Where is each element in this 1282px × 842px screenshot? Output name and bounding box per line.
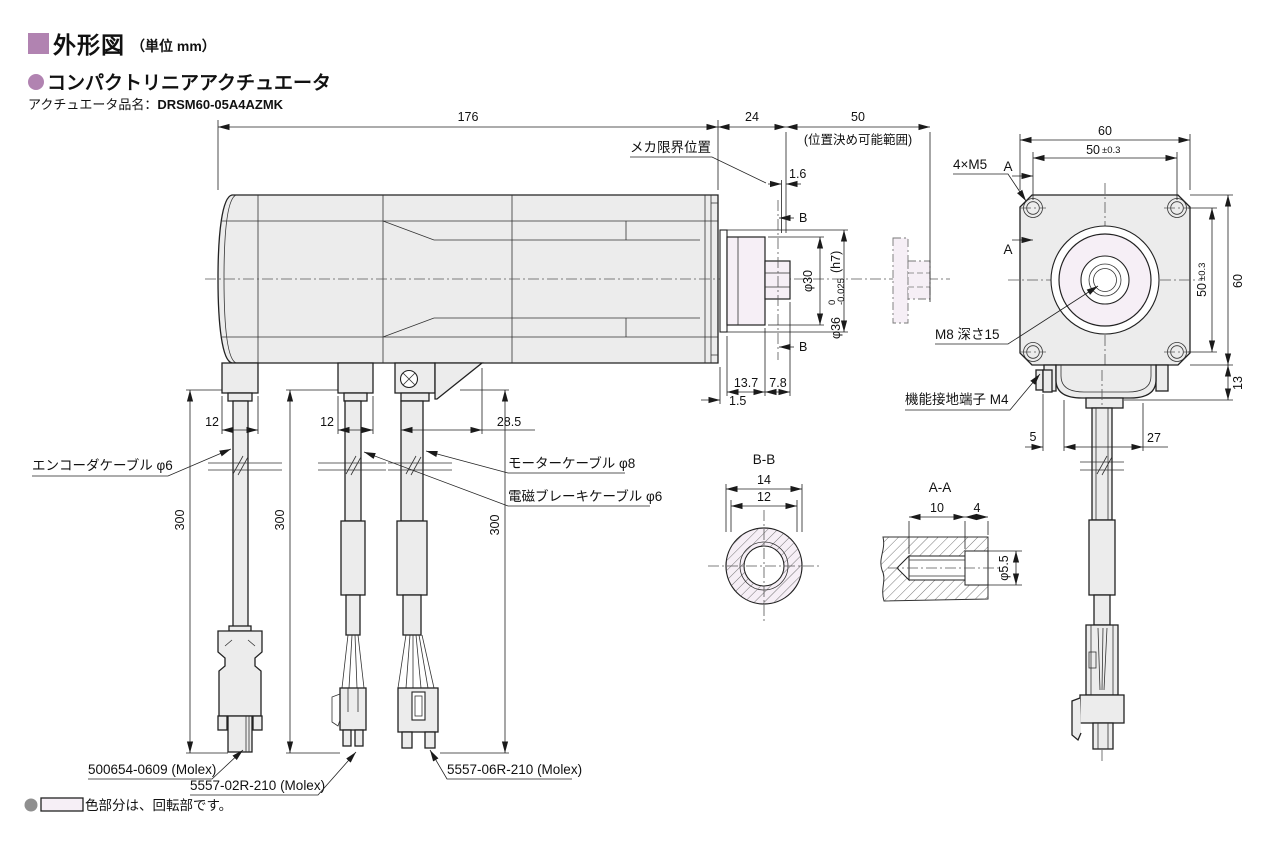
dim-1-5: 1.5: [729, 394, 746, 408]
cable-labels: エンコーダケーブル φ6 モーターケーブル φ8 電磁ブレーキケーブル φ6: [32, 448, 662, 507]
unit-note: （単位 mm）: [131, 38, 216, 54]
dim-28-5: 28.5: [497, 415, 521, 429]
tol-top: ±0.3: [1102, 145, 1120, 156]
brake-cable-label: 電磁ブレーキケーブル φ6: [508, 488, 662, 504]
front-cable: [1071, 370, 1125, 762]
motor-cable-label: モーターケーブル φ8: [508, 455, 635, 471]
title-square-icon: [28, 32, 49, 54]
dim-50-right-group: 50 ±0.3: [1195, 263, 1209, 297]
subtitle: コンパクトリニアアクチュエータ: [47, 73, 332, 94]
ground-terminal: [1035, 369, 1044, 391]
mech-limit-label: メカ限界位置: [630, 140, 711, 155]
subtitle-bullet-icon: [28, 73, 44, 90]
section-bb: B-B 14 12: [708, 452, 820, 622]
dia-36-tol-upper: 0: [827, 300, 838, 305]
dim-50-right: 50: [1195, 283, 1209, 297]
front-top-dimensions: 60 50 ±0.3: [1019, 124, 1191, 200]
front-right-dimensions: 50 ±0.3 60 13: [1124, 194, 1245, 401]
tap-label: M8 深さ15: [935, 327, 1000, 342]
dia-36-tol-lower: -0.025: [836, 278, 847, 305]
section-aa: A-A 10 4 φ5.5: [880, 480, 1022, 602]
dia-36: φ36: [829, 317, 843, 339]
legend: 色部分は、回転部です。: [24, 797, 232, 813]
subtitle-row: コンパクトリニアアクチュエータ: [28, 68, 331, 95]
phantom-extended-position: [892, 237, 931, 324]
dim-1-6: 1.6: [789, 167, 806, 181]
cable-length-dimensions: 300 300 300: [173, 389, 509, 754]
dim-60-right: 60: [1231, 274, 1245, 288]
shaft-lines: [765, 272, 790, 288]
dim-50-top: 50: [1086, 143, 1100, 157]
page-title: 外形図: [53, 32, 125, 58]
legend-bullet-icon: [24, 798, 38, 812]
encoder-cable-label: エンコーダケーブル φ6: [32, 457, 173, 473]
connector-motor-label: 5557-06R-210 (Molex): [447, 762, 582, 777]
shaft-diameter-dimensions: φ30 φ36 0 -0.025 (h7) 13.7 7.8 1.5: [701, 229, 848, 408]
dia-36-fit: (h7): [829, 251, 843, 273]
dim-12-b: 12: [320, 415, 334, 429]
connector-brake-label: 5557-02R-210 (Molex): [190, 778, 325, 793]
screw-callout: 4×M5 A A: [953, 157, 1033, 257]
mech-limit-leader: [630, 156, 767, 184]
section-b-label-bottom: B: [799, 340, 807, 354]
dim-12-a: 12: [205, 415, 219, 429]
dim-7-8: 7.8: [769, 376, 786, 390]
front-view: 60 50 ±0.3 4×M5 A A 50 ±0.: [905, 124, 1245, 762]
connector-labels: 500654-0609 (Molex) 5557-02R-210 (Molex)…: [88, 749, 582, 796]
top-dimensions: 176 24 50 (位置決め可能範囲) メカ限界位置 1.6: [217, 110, 931, 302]
connector-encoder-label: 500654-0609 (Molex): [88, 762, 216, 777]
motor-cable: [388, 400, 452, 689]
product-label: アクチュエータ品名：: [28, 97, 158, 112]
legend-swatch: [40, 797, 84, 812]
legend-note: 色部分は、回転部です。: [85, 797, 232, 813]
brake-connector: [331, 687, 367, 747]
title-row: 外形図 （単位 mm）: [28, 26, 216, 60]
dim-aa-10: 10: [930, 501, 944, 515]
section-bb-title: B-B: [753, 452, 776, 467]
motor-connector: [397, 687, 439, 749]
dim-bb-14: 14: [757, 473, 771, 487]
dim-13-right: 13: [1231, 376, 1245, 390]
rotating-flange: [726, 236, 766, 326]
encoder-cable: [208, 400, 282, 629]
brake-cable: [318, 400, 386, 689]
dia-5-5: φ5.5: [997, 555, 1011, 581]
screws-label: 4×M5: [953, 157, 987, 172]
dim-176: 176: [458, 110, 479, 124]
pilot-and-rotor: [1050, 225, 1160, 335]
section-aa-title: A-A: [929, 480, 952, 495]
product-row: アクチュエータ品名：DRSM60-05A4AZMK: [28, 94, 283, 113]
dim-aa-4: 4: [974, 501, 981, 515]
dim-13-7: 13.7: [734, 376, 758, 390]
end-plate: [719, 229, 728, 333]
side-view: B B 176 24 50 (位置決め可能範囲) メカ限界位置: [32, 110, 950, 796]
encoder-connector: [217, 625, 263, 753]
dim-60-top: 60: [1098, 124, 1112, 138]
cable-glands: [221, 362, 484, 402]
dim-24: 24: [745, 110, 759, 124]
dim-300-b: 300: [273, 510, 287, 531]
product-name: DRSM60-05A4AZMK: [157, 97, 284, 112]
dim-300-c: 300: [488, 515, 502, 536]
section-a-label-top: A: [1003, 159, 1012, 174]
dim-300-a: 300: [173, 510, 187, 531]
gland-dimensions: 12 12 28.5: [205, 368, 535, 434]
gland-bracket: [434, 362, 484, 400]
section-a-label-bottom: A: [1003, 242, 1012, 257]
dia-36-tolerance: φ36 0 -0.025 (h7): [827, 251, 847, 339]
screw-shaft: [764, 260, 791, 300]
dim-5: 5: [1030, 430, 1037, 444]
positioning-range-note: (位置決め可能範囲): [804, 132, 912, 147]
ground-label: 機能接地端子 M4: [905, 391, 1009, 407]
section-b-label-top: B: [799, 211, 807, 225]
tol-right: ±0.3: [1197, 263, 1208, 281]
dia-30: φ30: [801, 270, 815, 292]
front-bottom-dimensions: 5 27: [1025, 394, 1168, 451]
dim-50: 50: [851, 110, 865, 124]
front-callouts: M8 深さ15 機能接地端子 M4: [905, 285, 1099, 411]
dim-bb-12: 12: [757, 490, 771, 504]
dim-27: 27: [1147, 431, 1161, 445]
